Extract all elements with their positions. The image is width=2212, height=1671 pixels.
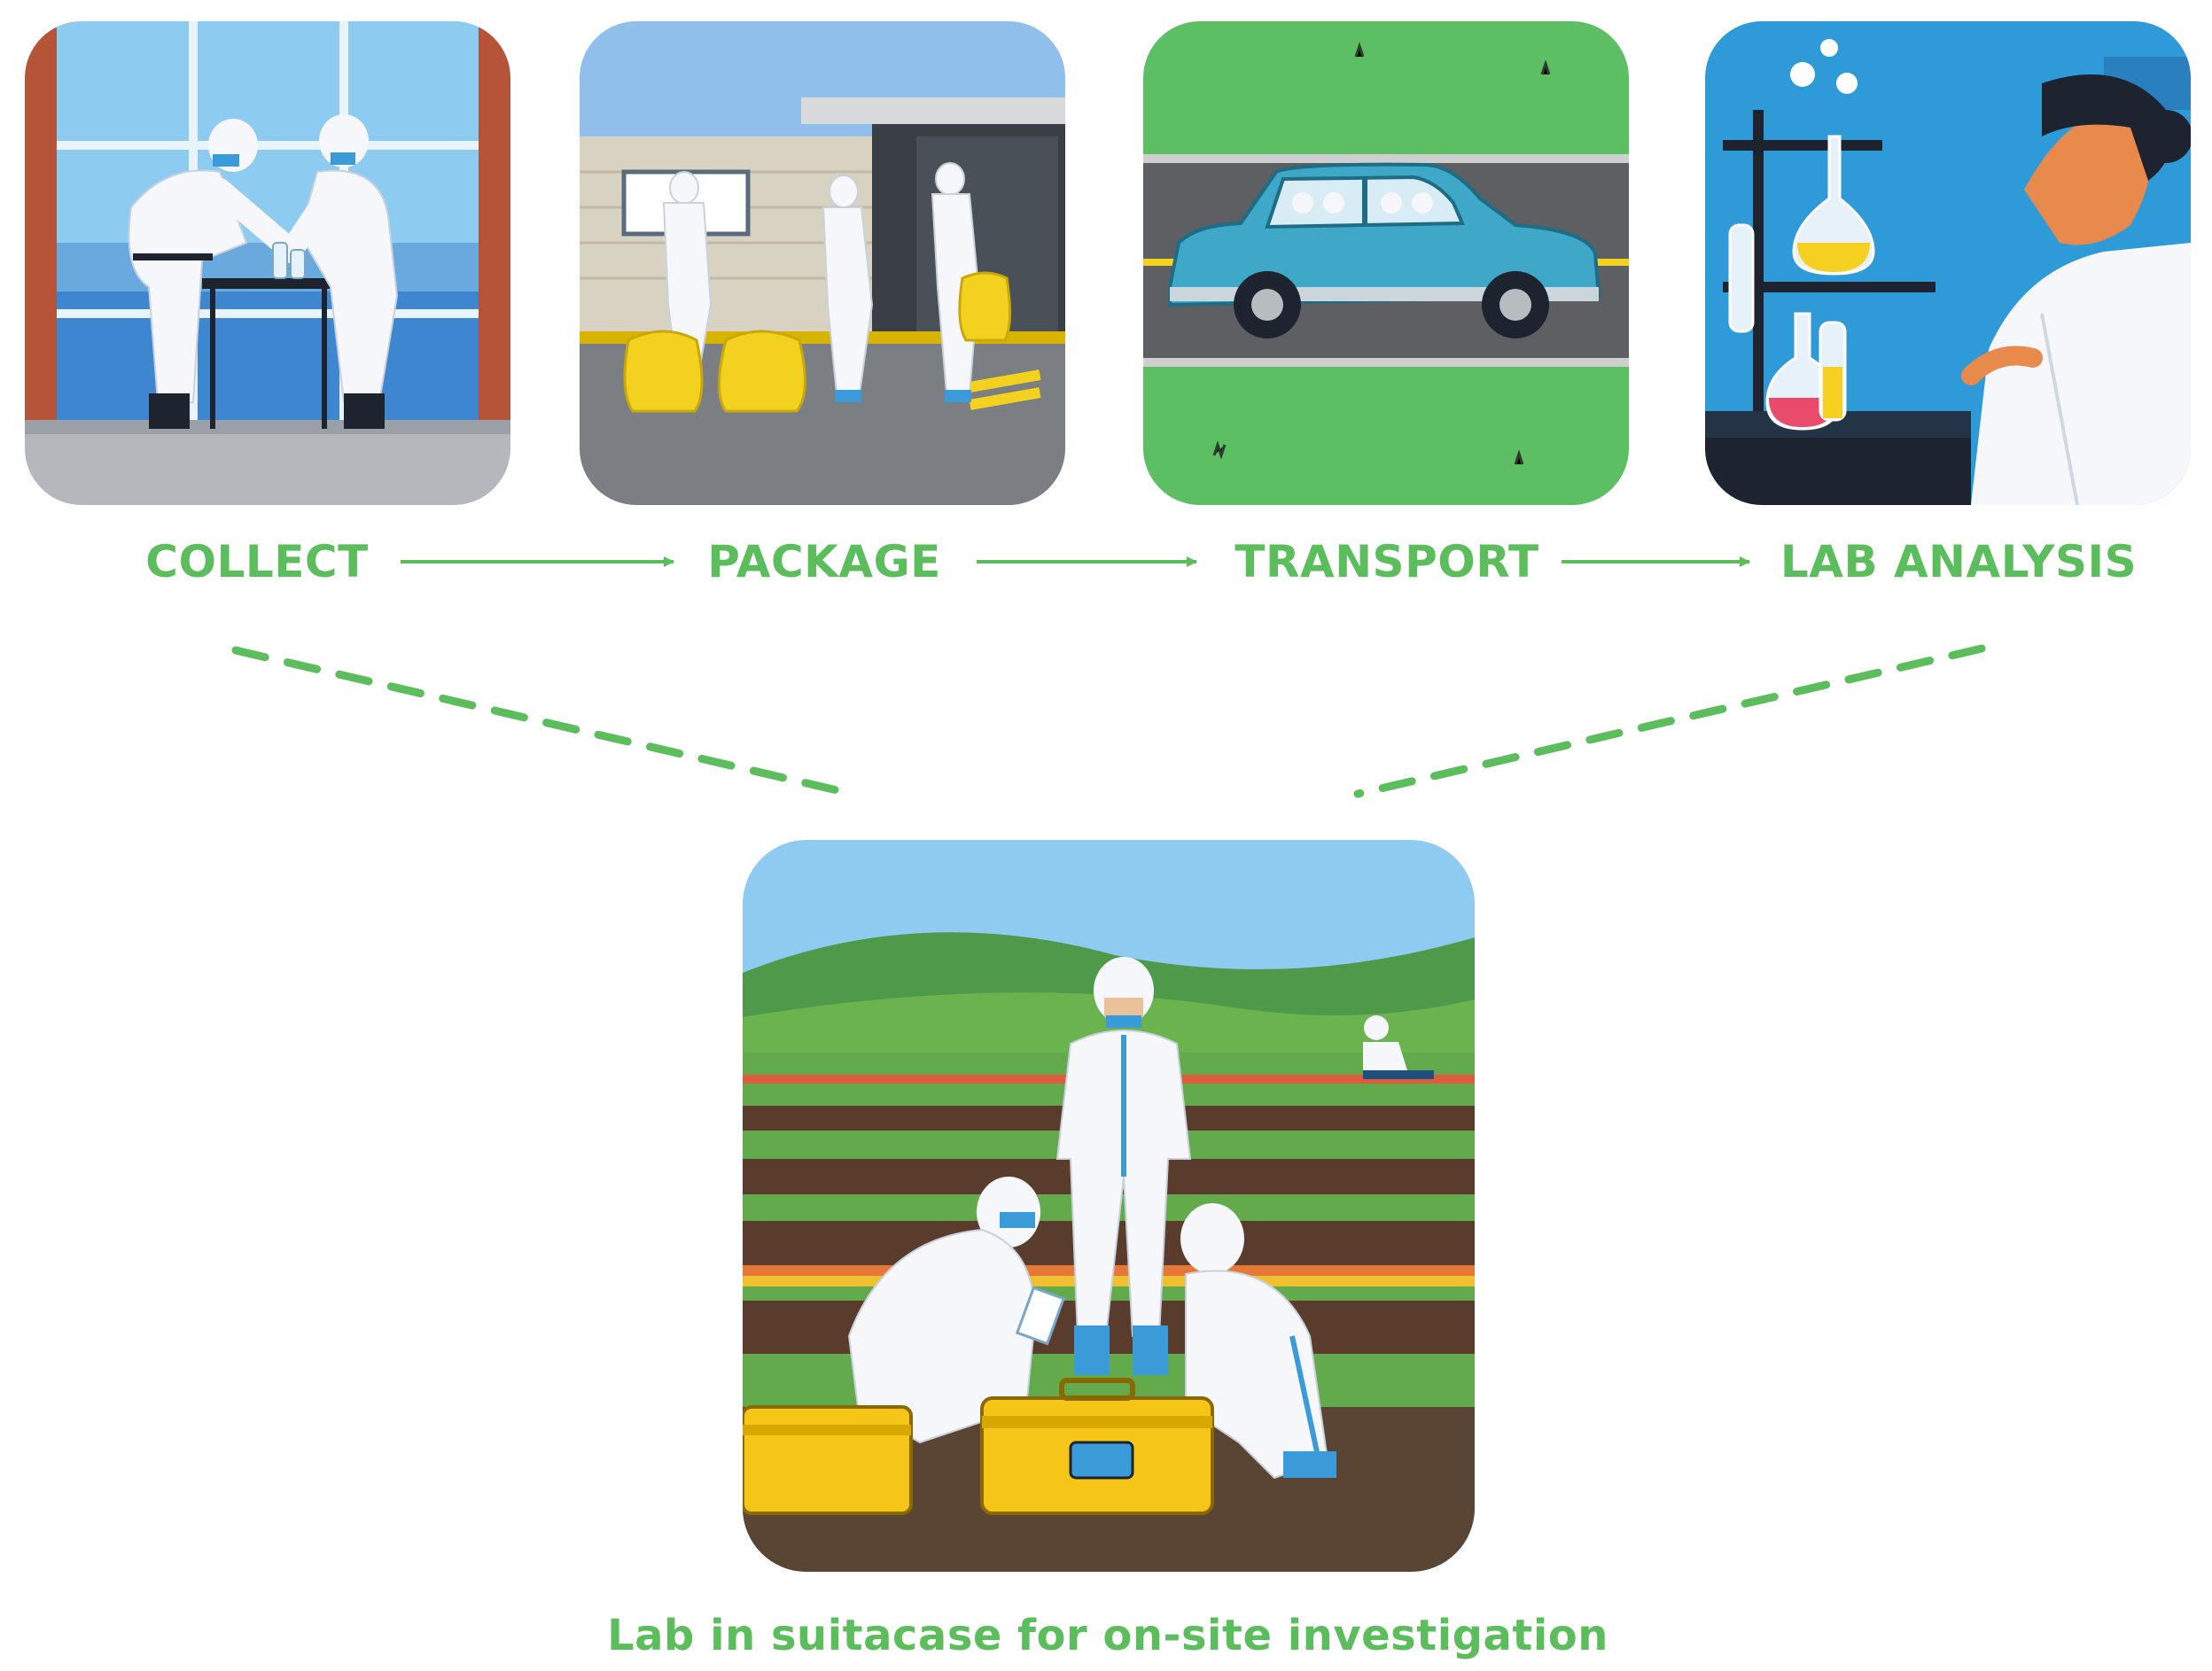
- package-scene: [580, 21, 1065, 505]
- step-label-transport: TRANSPORT: [1235, 536, 1539, 587]
- dashed-line-right: [1353, 644, 1986, 798]
- caption: Lab in suitacase for on-site investigati…: [607, 1611, 1608, 1660]
- lab-analysis-scene: [1705, 21, 2191, 505]
- collect-scene: [25, 21, 510, 505]
- transport-scene: [1143, 21, 1629, 505]
- field-suitcase-scene: [743, 840, 1475, 1572]
- step-label-collect: COLLECT: [145, 536, 369, 587]
- step-label-lab-analysis: LAB ANALYSIS: [1780, 536, 2138, 587]
- dashed-line-left: [231, 646, 857, 798]
- step-label-package: PACKAGE: [707, 536, 941, 587]
